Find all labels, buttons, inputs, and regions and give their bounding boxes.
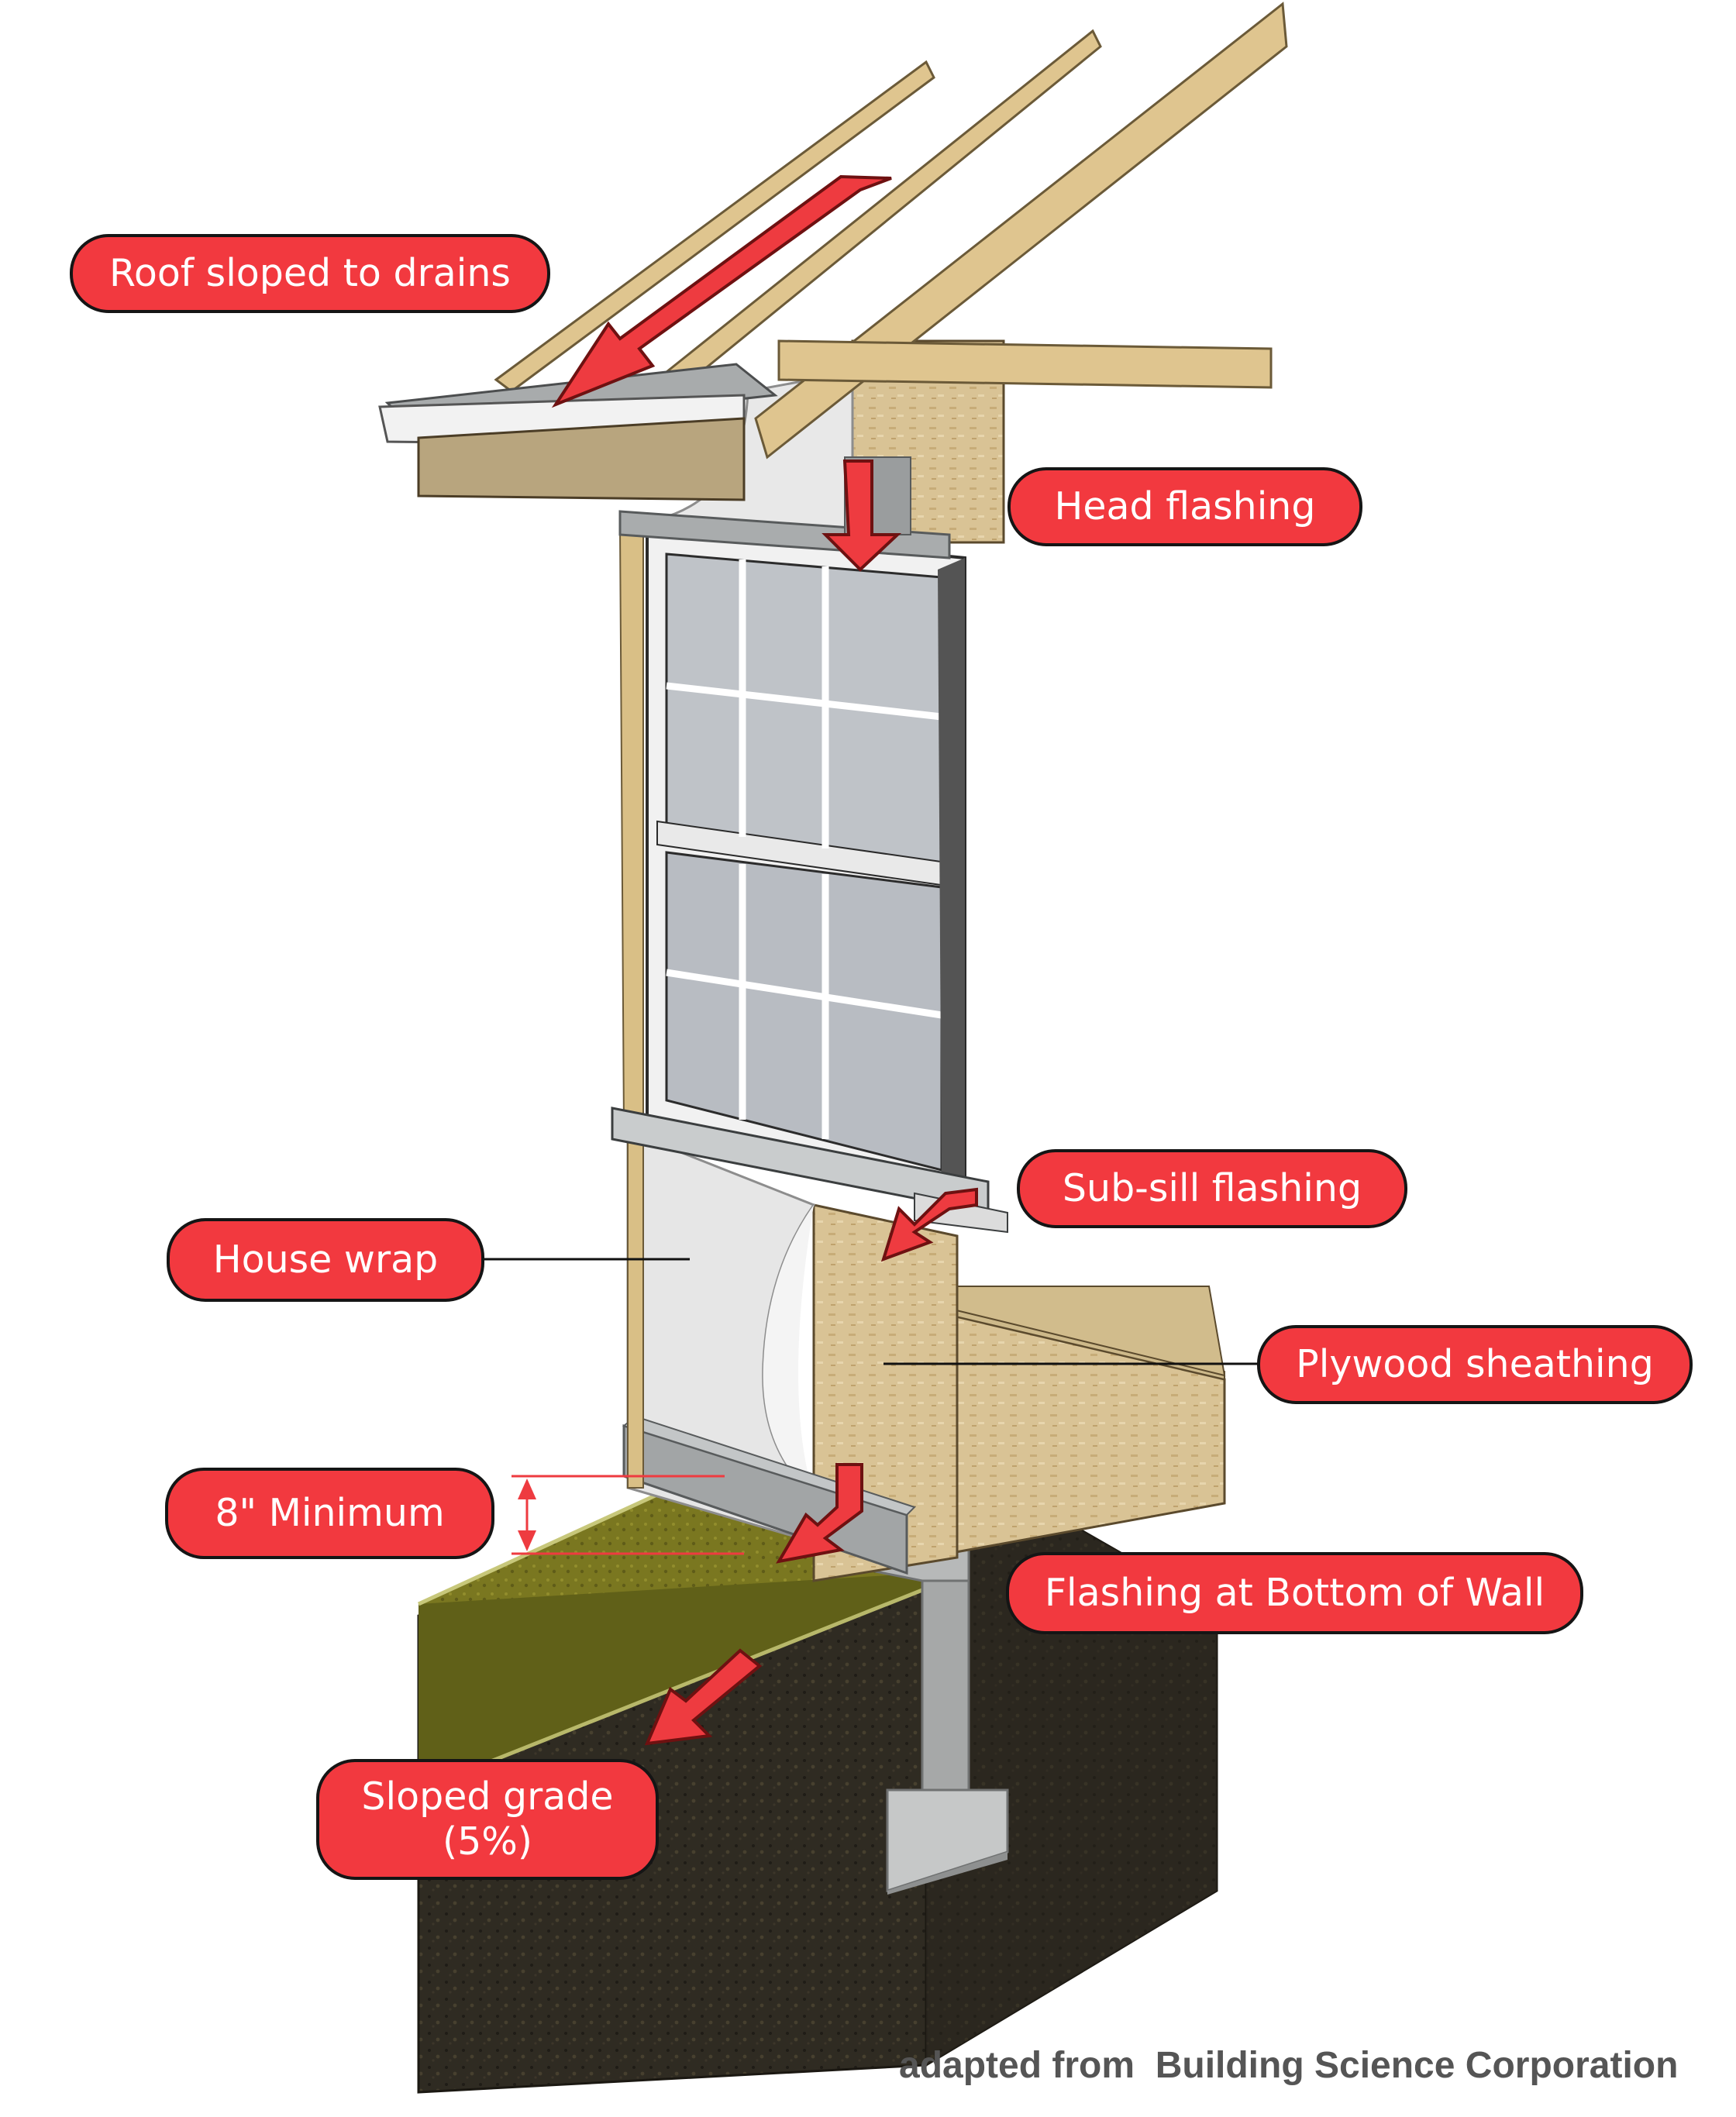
sub-sill-flashing-text: Sub-sill flashing xyxy=(1062,1166,1362,1210)
sub-sill-flashing-label: Sub-sill flashing xyxy=(1017,1149,1407,1228)
leader-lines xyxy=(484,1258,1259,1365)
head-flashing-label: Head flashing xyxy=(1008,467,1362,546)
head-flashing-text: Head flashing xyxy=(1054,484,1316,528)
bottom-wall-arrow-icon xyxy=(776,1463,863,1564)
minimum-label: 8" Minimum xyxy=(165,1468,494,1559)
sloped-grade-text-line1: Sloped grade xyxy=(361,1774,614,1819)
window xyxy=(611,525,1008,1234)
bottom-flashing-label: Flashing at Bottom of Wall xyxy=(1006,1552,1583,1634)
sloped-grade-arrow-icon xyxy=(644,1648,763,1746)
minimum-dimension xyxy=(512,1475,744,1555)
sub-sill-arrow-icon xyxy=(880,1187,978,1262)
minimum-text: 8" Minimum xyxy=(215,1491,445,1535)
sloped-grade-text-line2: (5%) xyxy=(443,1819,532,1864)
source-credit: adapted from Building Science Corporatio… xyxy=(899,2045,1679,2086)
roof-sloped-text: Roof sloped to drains xyxy=(109,251,511,295)
bottom-flashing-text: Flashing at Bottom of Wall xyxy=(1044,1571,1545,1615)
drainage-arrows xyxy=(551,174,978,1746)
roof-assembly xyxy=(378,2,1288,501)
house-wrap-label: House wrap xyxy=(167,1218,484,1302)
house-wrap-text: House wrap xyxy=(212,1237,439,1282)
roof-sloped-label: Roof sloped to drains xyxy=(70,234,550,313)
sloped-grade-label: Sloped grade (5%) xyxy=(316,1759,659,1880)
plywood-sheathing-text: Plywood sheathing xyxy=(1296,1342,1654,1386)
plywood-sheathing-label: Plywood sheathing xyxy=(1257,1325,1693,1404)
head-flashing-arrow-icon xyxy=(822,460,902,572)
roof-arrow-icon xyxy=(551,174,892,408)
